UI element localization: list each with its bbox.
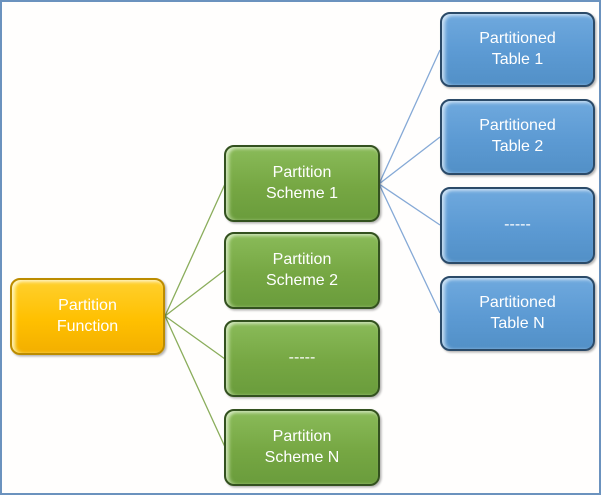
connector-scheme1-to-table-ellipsis <box>378 183 441 226</box>
node-partition-scheme-2-label: Partition Scheme 2 <box>265 250 339 289</box>
node-partition-function-label: Partition Function <box>56 296 119 335</box>
node-partitioned-table-ellipsis: ----- <box>440 187 595 264</box>
node-partitioned-table-n: Partitioned Table N <box>440 276 595 351</box>
node-partitioned-table-n-label: Partitioned Table N <box>479 293 556 332</box>
node-partitioned-table-ellipsis-label: ----- <box>504 216 531 234</box>
node-partitioned-table-2: Partitioned Table 2 <box>440 99 595 175</box>
node-partition-scheme-ellipsis: ----- <box>224 320 380 397</box>
node-partition-scheme-n: Partition Scheme N <box>224 409 380 486</box>
node-partition-scheme-n-label: Partition Scheme N <box>264 427 340 466</box>
connector-function-to-scheme-1 <box>164 183 226 317</box>
node-partitioned-table-2-label: Partitioned Table 2 <box>479 117 556 155</box>
node-partition-scheme-1-label: Partition Scheme 1 <box>265 163 339 202</box>
node-partition-scheme-2: Partition Scheme 2 <box>224 232 380 309</box>
node-partition-scheme-ellipsis-label: ----- <box>288 349 316 367</box>
node-partitioned-table-1: Partitioned Table 1 <box>440 12 595 87</box>
connector-function-to-scheme-n <box>164 315 226 448</box>
node-partition-function: Partition Function <box>10 278 165 355</box>
node-partitioned-table-1-label: Partitioned Table 1 <box>479 29 556 68</box>
connector-scheme1-to-table-2 <box>378 136 441 185</box>
connector-function-to-scheme-ellipsis <box>164 315 226 360</box>
connector-scheme1-to-table-1 <box>378 49 441 185</box>
node-partition-scheme-1: Partition Scheme 1 <box>224 145 380 222</box>
connector-function-to-scheme-2 <box>164 269 226 317</box>
connector-scheme1-to-table-n <box>378 183 441 314</box>
